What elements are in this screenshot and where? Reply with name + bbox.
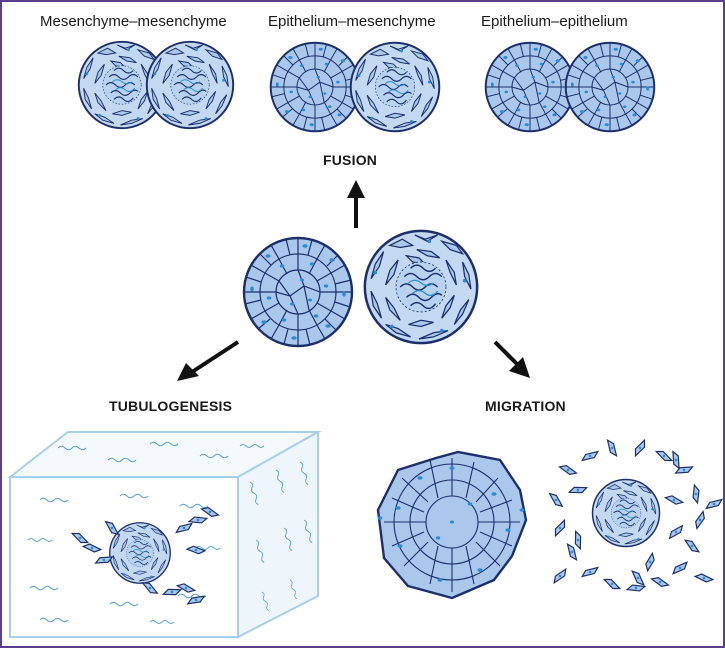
label-migration: MIGRATION [485,398,566,414]
label-epithelium-mesenchyme: Epithelium–mesenchyme [268,13,436,30]
label-mesenchyme-mesenchyme: Mesenchyme–mesenchyme [40,13,227,30]
arrow-down-left-icon [177,340,240,381]
center-mesenchymal-spheroid [363,229,479,345]
center-epithelial-spheroid [242,236,354,348]
tubulogenesis-matrix-box [7,430,322,639]
fusion-epithelium-mesenchyme [269,41,441,133]
label-epithelium-epithelium: Epithelium–epithelium [481,13,628,30]
label-fusion: FUSION [323,152,378,168]
label-tubulogenesis: TUBULOGENESIS [109,398,233,414]
arrow-down-right-icon [493,340,530,378]
arrow-up-icon [347,180,365,228]
migration-epithelial-sheet [376,450,528,600]
tubulogenesis-spheroid [109,522,171,584]
fusion-mesenchyme-mesenchyme [77,40,235,130]
migration-mesenchymal-spheroid [546,437,725,594]
fusion-epithelium-epithelium [484,41,656,133]
